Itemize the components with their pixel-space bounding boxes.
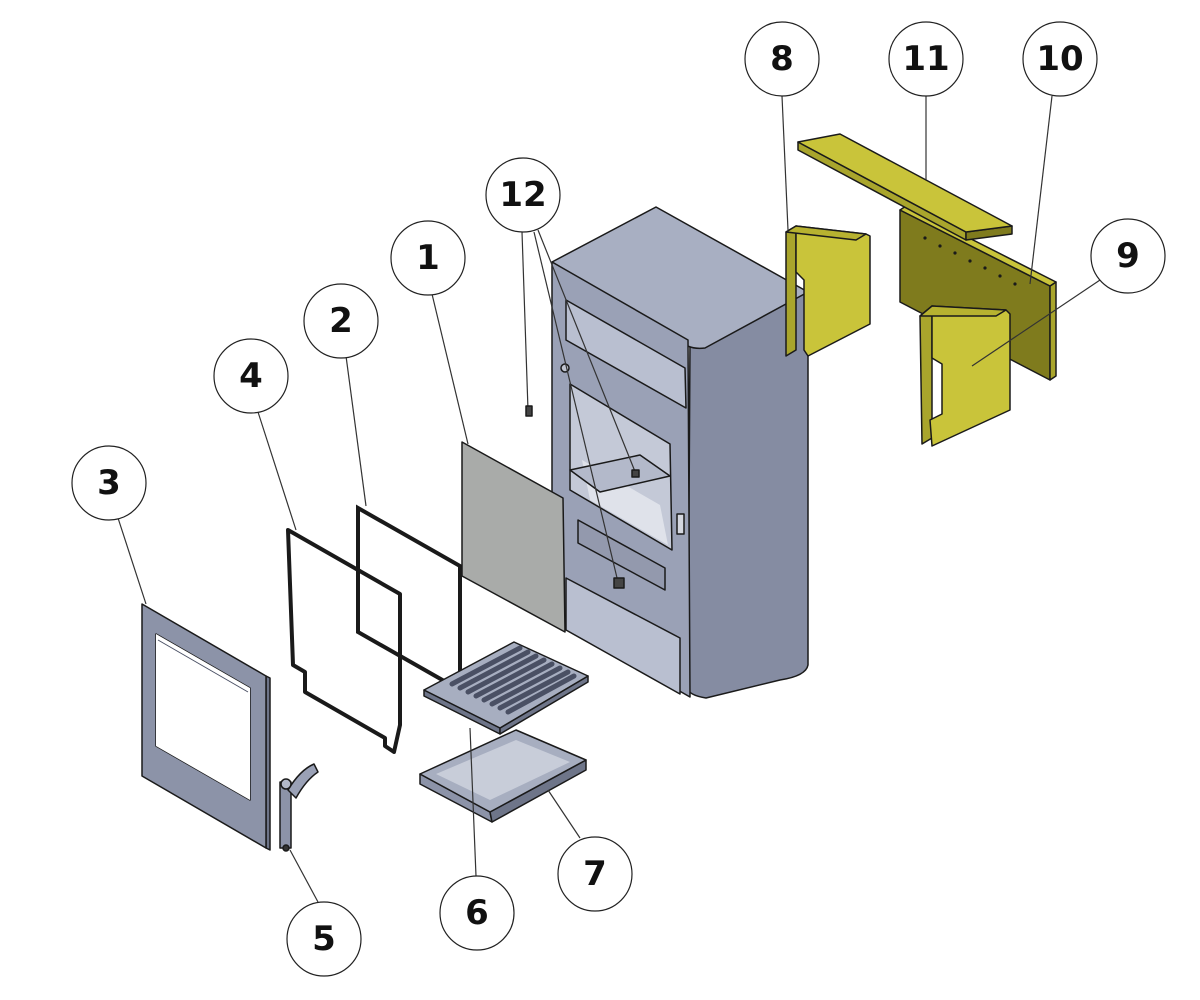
callout-label: 1 — [416, 238, 440, 278]
callout-label: 12 — [499, 175, 546, 215]
part-baffle-top — [797, 133, 1013, 241]
part-firebrick-right — [919, 305, 1011, 447]
leader-2 — [345, 355, 367, 507]
callout-label: 4 — [239, 356, 263, 396]
part-glass-panel — [461, 441, 566, 633]
callout-12: 12 — [485, 157, 561, 233]
callout-2: 2 — [303, 283, 379, 359]
callout-1: 1 — [390, 220, 466, 296]
callout-label: 8 — [770, 39, 794, 79]
leader-1 — [431, 293, 469, 445]
stove-body — [551, 206, 809, 699]
leader-10 — [1029, 95, 1053, 285]
callout-7: 7 — [557, 836, 633, 912]
leader-12a — [521, 231, 529, 411]
part-grate — [423, 641, 589, 735]
leader-12c — [537, 229, 637, 475]
leader-8 — [781, 95, 789, 231]
leader-3 — [117, 517, 147, 605]
part-door-handle — [279, 763, 319, 852]
callout-11: 11 — [888, 21, 964, 97]
part-glass-gasket — [356, 504, 462, 694]
leader-lines — [117, 95, 1107, 903]
callout-label: 5 — [312, 919, 336, 959]
part-door-gasket — [286, 528, 402, 754]
callout-9: 9 — [1090, 218, 1166, 294]
callout-label: 7 — [583, 854, 607, 894]
callout-label: 10 — [1036, 39, 1083, 79]
part-firebrick-left — [785, 225, 871, 357]
callout-8: 8 — [744, 21, 820, 97]
callout-4: 4 — [213, 338, 289, 414]
callout-6: 6 — [439, 875, 515, 951]
callout-3: 3 — [71, 445, 147, 521]
leader-4 — [257, 411, 297, 531]
leader-6 — [469, 727, 477, 877]
part-ash-pan — [419, 729, 587, 823]
callout-label: 6 — [465, 893, 489, 933]
callout-label: 9 — [1116, 236, 1140, 276]
callout-5: 5 — [286, 901, 362, 977]
leader-5 — [289, 849, 319, 903]
leader-7 — [547, 789, 581, 839]
leader-9 — [971, 275, 1107, 367]
callout-label: 2 — [329, 301, 353, 341]
callout-label: 11 — [902, 39, 949, 79]
callout-10: 10 — [1022, 21, 1098, 97]
callout-label: 3 — [97, 463, 121, 503]
leader-12b — [533, 231, 619, 583]
part-door-frame — [141, 603, 271, 851]
